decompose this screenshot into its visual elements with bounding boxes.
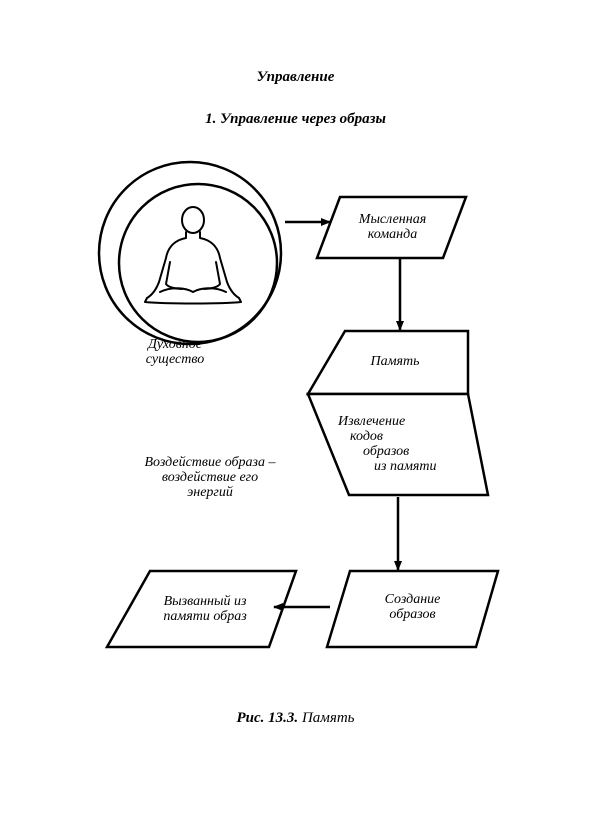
mental-command-box (315, 195, 468, 260)
note-line-3: энергий (187, 485, 233, 500)
creation-label: Создание образов (355, 592, 470, 622)
mental-command-label: Мысленная команда (335, 212, 450, 242)
extraction-box (306, 392, 490, 497)
caption-text: Память (301, 710, 355, 726)
memory-line-1: Память (370, 354, 420, 369)
creation-box (325, 569, 500, 649)
extraction-line-4: из памяти (374, 459, 437, 474)
spirit-label: Духовное существо (120, 337, 230, 367)
memory-label: Память (345, 354, 445, 369)
mental-command-line-2: команда (367, 227, 418, 242)
meditating-figure-icon (144, 206, 242, 305)
recalled-line-2: памяти образ (163, 609, 247, 624)
extraction-line-3: образов (363, 444, 410, 459)
caption-label: Рис. 13.3. (236, 710, 299, 726)
recalled-line-1: Вызванный из (163, 594, 247, 609)
spirit-inner-circle (117, 182, 279, 344)
extraction-line-2: кодов (350, 429, 383, 444)
creation-line-1: Создание (384, 592, 441, 607)
heading: Управление (256, 69, 335, 85)
spirit-outer-circle (97, 160, 283, 346)
note-line-2: воздействие его (161, 470, 259, 485)
note-label: Воздействие образа – воздействие его эне… (120, 455, 300, 500)
spirit-label-line-2: существо (145, 352, 205, 367)
spirit-label-line-1: Духовное (147, 337, 203, 352)
figure-caption: Рис. 13.3. Память (0, 711, 591, 726)
extraction-label: Извлечение кодов образов из памяти (330, 414, 460, 474)
recalled-image-box (104, 569, 298, 649)
creation-line-2: образов (389, 607, 436, 622)
recalled-image-label: Вызванный из памяти образ (140, 594, 270, 624)
extraction-line-1: Извлечение (338, 414, 406, 429)
mental-command-line-1: Мысленная (358, 212, 427, 227)
subheading: 1. Управление через образы (205, 111, 386, 127)
note-line-1: Воздействие образа – (144, 455, 276, 470)
